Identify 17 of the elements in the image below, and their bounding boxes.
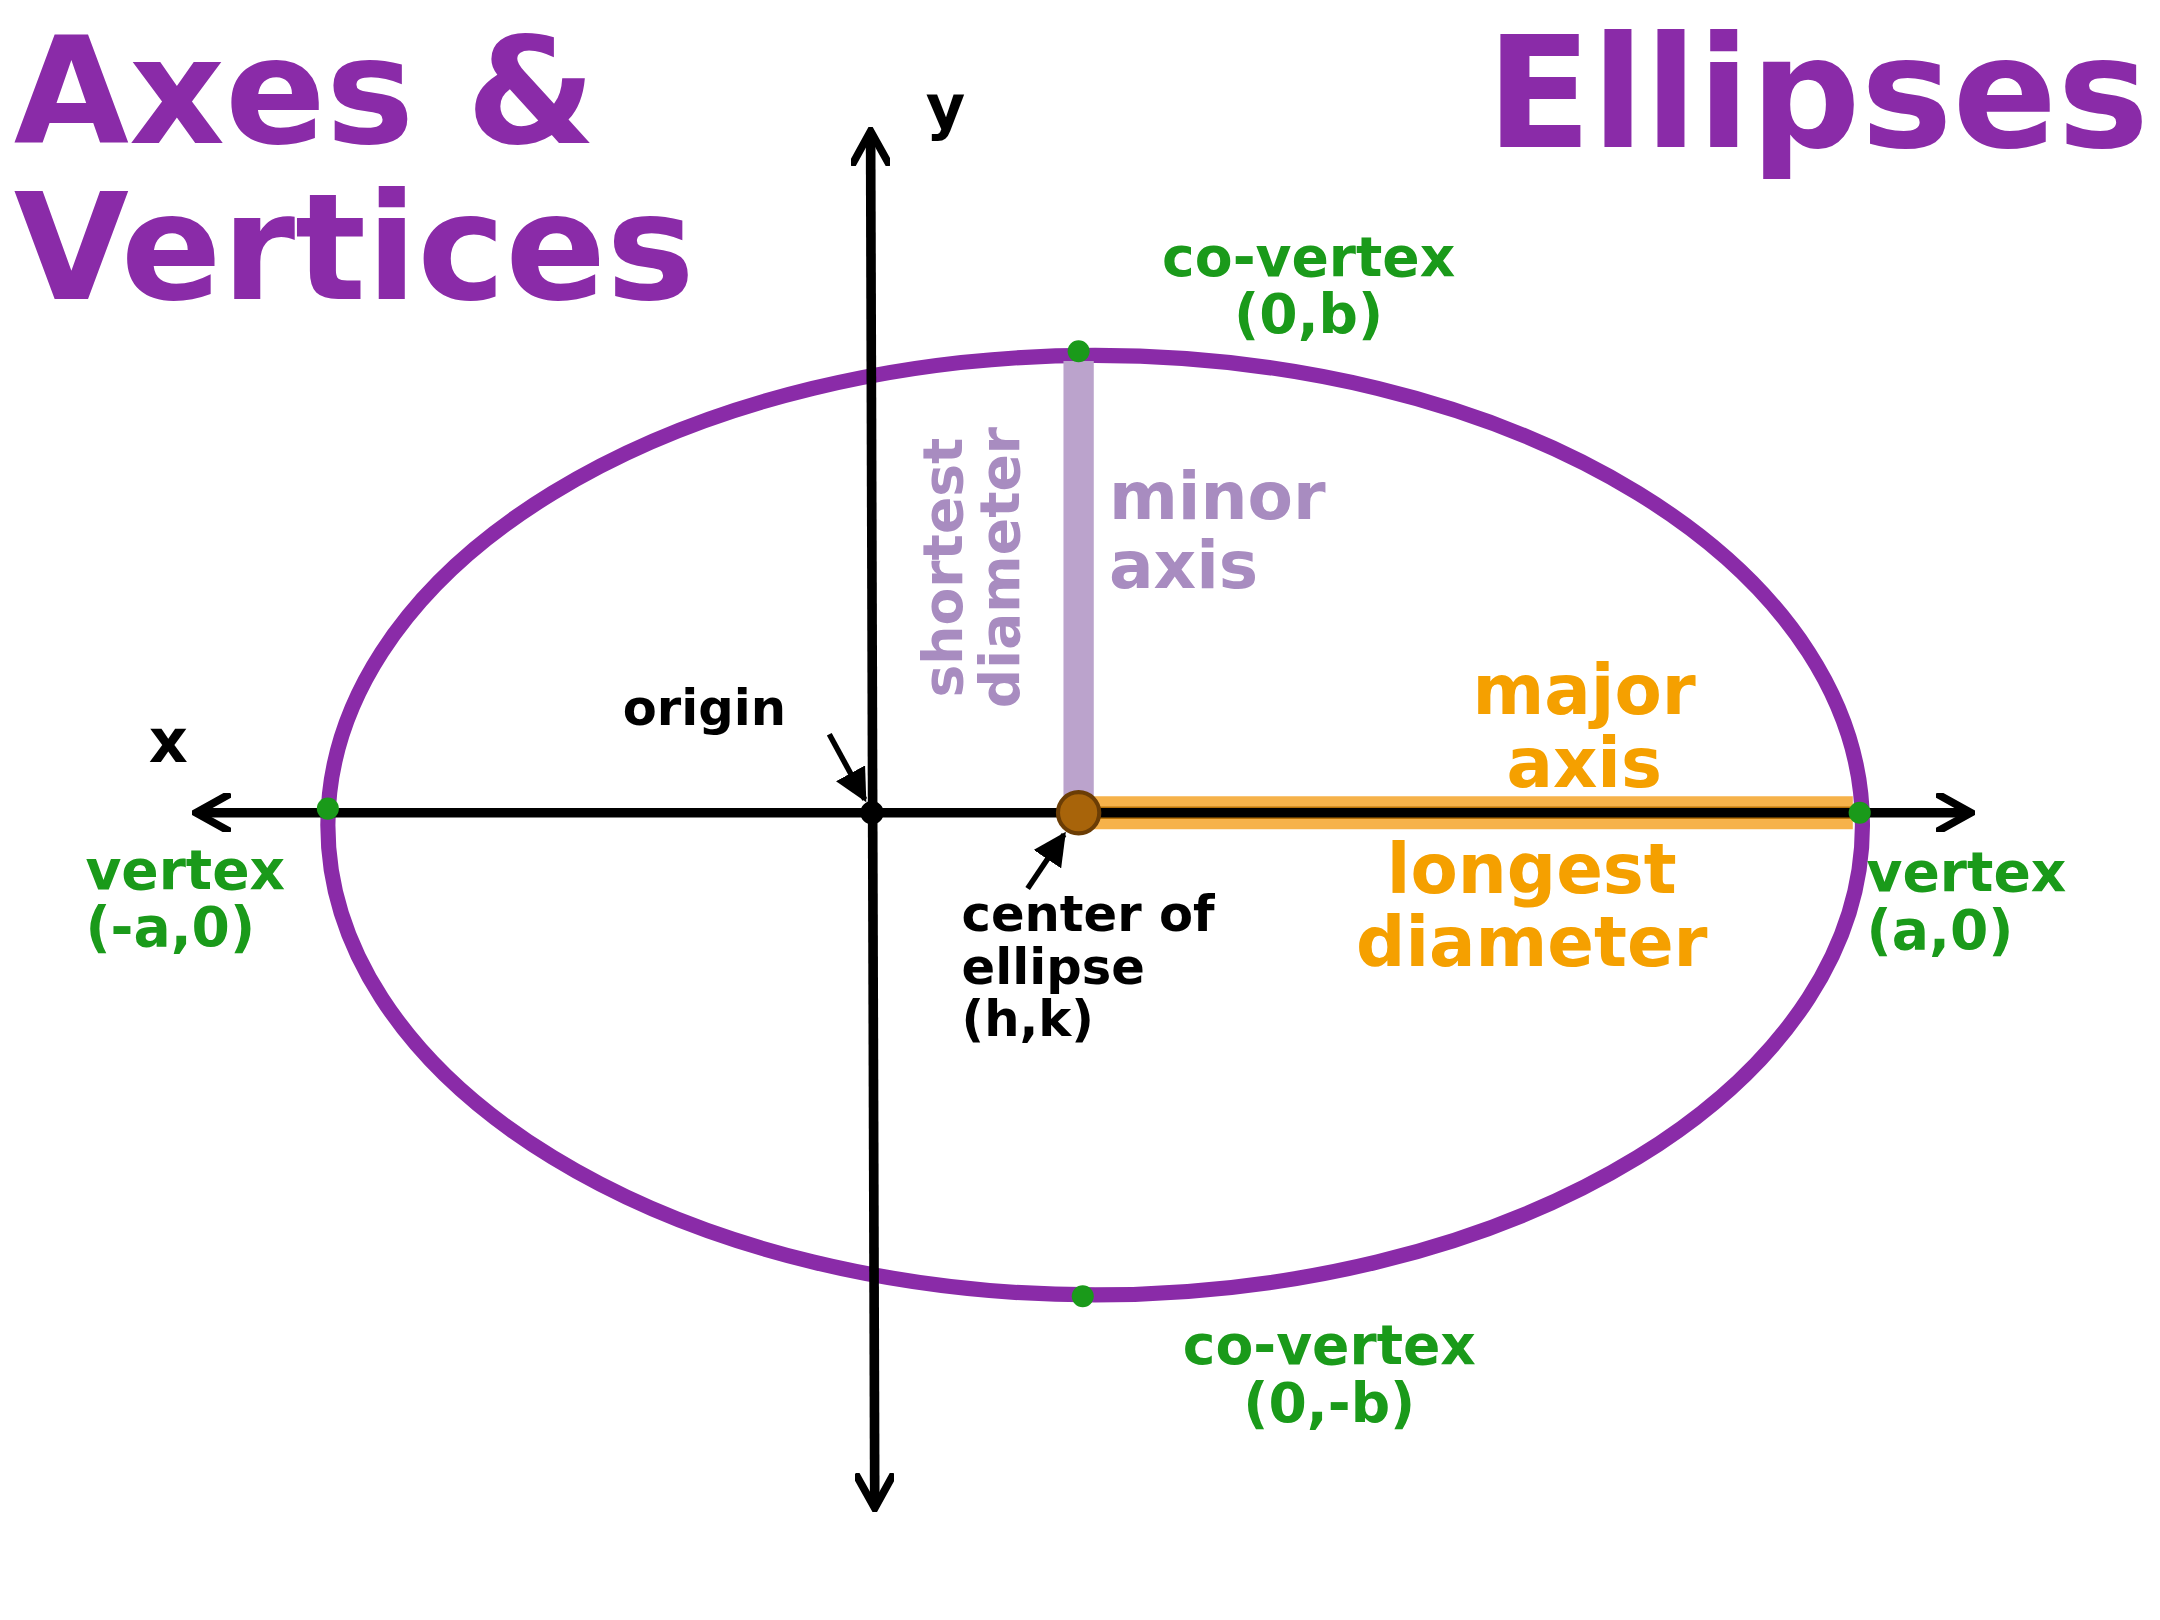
axis-description: longest diameter [1355, 833, 1709, 979]
center-point [1055, 790, 1102, 836]
point-label: origin [622, 681, 830, 734]
point-label: vertex (-a,0) [85, 840, 287, 956]
point-label: center of ellipse (h,k) [961, 888, 1293, 1045]
origin-point [860, 801, 884, 825]
point-label: co-vertex (0,-b) [1181, 1315, 1477, 1432]
axis-name: minor axis [1108, 461, 1327, 601]
leader-arrow [1025, 831, 1067, 891]
axis-name: major axis [1471, 654, 1697, 799]
leader-arrow [826, 732, 868, 803]
axis-label: y [925, 75, 967, 140]
point-label: vertex (a,0) [1866, 843, 2068, 959]
axis-label: x [148, 709, 189, 774]
point-label: co-vertex (0,b) [1161, 227, 1457, 343]
axis-description: shortest diameter [913, 425, 1030, 711]
subtitle: Axes & Vertices [13, 13, 696, 327]
